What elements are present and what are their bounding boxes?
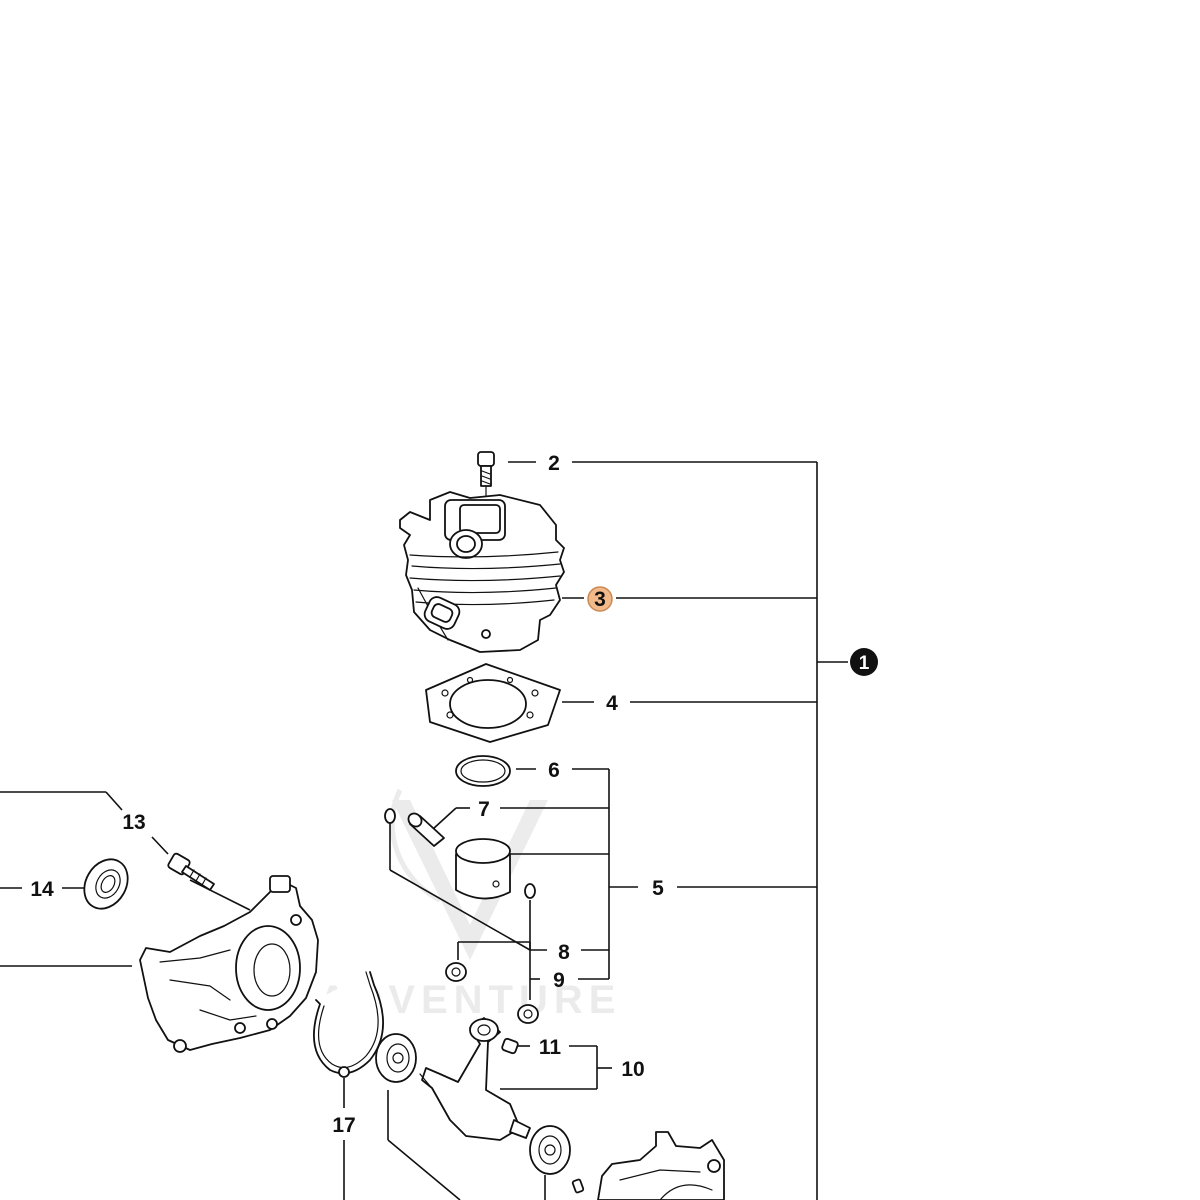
callout-3: 3 [594, 588, 606, 611]
watermark-logo [392, 800, 548, 960]
callout-labels: 2 3 4 5 6 7 8 9 10 11 13 14 17 [30, 452, 664, 1137]
callout-14[interactable]: 14 [30, 878, 54, 901]
part-bearing-right[interactable] [529, 1125, 571, 1175]
callout-2[interactable]: 2 [548, 452, 560, 475]
callout-10[interactable]: 10 [621, 1058, 644, 1081]
callout-4[interactable]: 4 [606, 692, 618, 715]
callout-5[interactable]: 5 [652, 877, 664, 900]
part-11-needle-bearing[interactable] [501, 1037, 519, 1055]
part-dowel-pin[interactable] [571, 1178, 585, 1194]
callout-7[interactable]: 7 [478, 798, 490, 821]
part-13-screw[interactable] [167, 852, 215, 891]
part-14-oil-seal[interactable] [76, 851, 137, 916]
callout-3-highlighted[interactable]: 3 [587, 586, 613, 612]
part-8-circlip-left[interactable] [384, 808, 396, 824]
part-bearing-left[interactable] [375, 1033, 417, 1083]
callout-1: 1 [859, 653, 870, 674]
callout-17[interactable]: 17 [332, 1114, 355, 1137]
callout-13[interactable]: 13 [122, 811, 145, 834]
part-4-gasket[interactable] [425, 663, 561, 743]
part-9-washer-left[interactable] [445, 962, 467, 982]
assembly-bracket: 1 [816, 462, 878, 1200]
leader-lines [0, 461, 817, 1200]
assembly-marker[interactable] [850, 648, 878, 676]
part-5-piston[interactable] [455, 838, 511, 900]
part-17-crankcase-gasket[interactable] [313, 971, 384, 1078]
part-7-piston-pin[interactable] [406, 811, 445, 847]
part-3-cylinder[interactable] [399, 491, 565, 653]
callout-6[interactable]: 6 [548, 759, 560, 782]
part-crankcase-left[interactable] [139, 875, 319, 1053]
callout-9[interactable]: 9 [553, 969, 565, 992]
part-8-circlip-right[interactable] [524, 883, 536, 899]
part-6-piston-ring[interactable] [455, 755, 511, 787]
part-10-crankshaft[interactable] [419, 1017, 531, 1141]
part-9-washer-right[interactable] [517, 1004, 539, 1024]
callout-8[interactable]: 8 [558, 941, 570, 964]
callout-11[interactable]: 11 [539, 1036, 562, 1059]
part-crankcase-right[interactable] [597, 1131, 725, 1200]
